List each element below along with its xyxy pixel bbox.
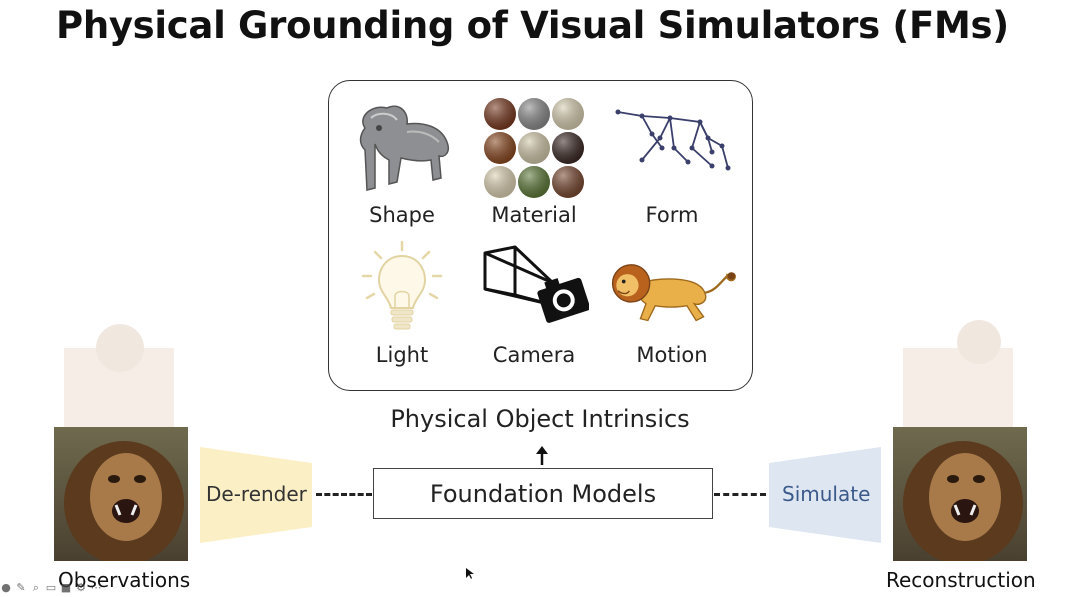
material-sphere-shading — [552, 98, 584, 130]
material-sphere-shading — [518, 132, 550, 164]
reconstruction-label: Reconstruction — [886, 568, 1036, 592]
material-sphere-shading — [484, 166, 516, 198]
more-icon[interactable]: ⋯ — [90, 581, 102, 594]
shape-label: Shape — [369, 203, 435, 227]
intrinsics-panel: Shape Material — [328, 80, 753, 391]
material-sphere-shading — [518, 98, 550, 130]
material-sphere-shading — [552, 132, 584, 164]
mouse-cursor-icon — [466, 568, 474, 579]
intrinsic-material: Material — [469, 93, 599, 227]
intrinsic-light: Light — [337, 233, 467, 367]
pen-icon[interactable]: ✎ — [16, 581, 26, 594]
material-label: Material — [491, 203, 577, 227]
simulate-label: Simulate — [782, 482, 871, 506]
dashed-connector-left — [316, 493, 372, 496]
observation-image — [54, 427, 188, 561]
viewer-toolbar: ● ✎ ⌕ ▭ ■ ⚙ ⋯ — [0, 579, 130, 597]
derender-label: De-render — [206, 482, 307, 506]
dashed-connector-right — [714, 493, 766, 496]
material-sphere-shading — [552, 166, 584, 198]
running-lion-icon — [611, 264, 736, 322]
reconstruction-image — [893, 427, 1027, 561]
material-sphere-shading — [484, 132, 516, 164]
material-spheres-icon — [484, 98, 584, 198]
observations-label: Observations — [58, 568, 191, 592]
up-arrow-icon — [536, 446, 548, 465]
material-sphere-shading — [484, 98, 516, 130]
intrinsics-caption: Physical Object Intrinsics — [390, 405, 690, 433]
lion-mesh-icon — [359, 105, 450, 191]
light-label: Light — [375, 343, 429, 367]
intrinsic-form: Form — [607, 93, 737, 227]
motion-label: Motion — [636, 343, 708, 367]
intrinsic-motion: Motion — [607, 233, 737, 367]
intrinsic-shape: Shape — [337, 93, 467, 227]
material-sphere-shading — [518, 166, 550, 198]
skeleton-icon — [615, 109, 731, 171]
camera-icon — [483, 245, 589, 323]
simulate-block — [769, 447, 881, 543]
video-icon[interactable]: ■ — [60, 581, 72, 594]
intrinsic-camera: Camera — [469, 233, 599, 367]
form-label: Form — [645, 203, 699, 227]
settings-icon[interactable]: ⚙ — [76, 581, 86, 594]
menu-icon[interactable]: ● — [1, 581, 11, 594]
zoom-icon[interactable]: ⌕ — [32, 581, 40, 594]
derender-block — [200, 447, 312, 543]
camera-label: Camera — [492, 343, 576, 367]
foundation-models-box: Foundation Models — [373, 468, 713, 519]
slide-title: Physical Grounding of Visual Simulators … — [56, 4, 1009, 47]
lightbulb-icon — [361, 240, 443, 330]
foundation-models-label: Foundation Models — [429, 479, 657, 508]
captions-icon[interactable]: ▭ — [45, 581, 57, 594]
